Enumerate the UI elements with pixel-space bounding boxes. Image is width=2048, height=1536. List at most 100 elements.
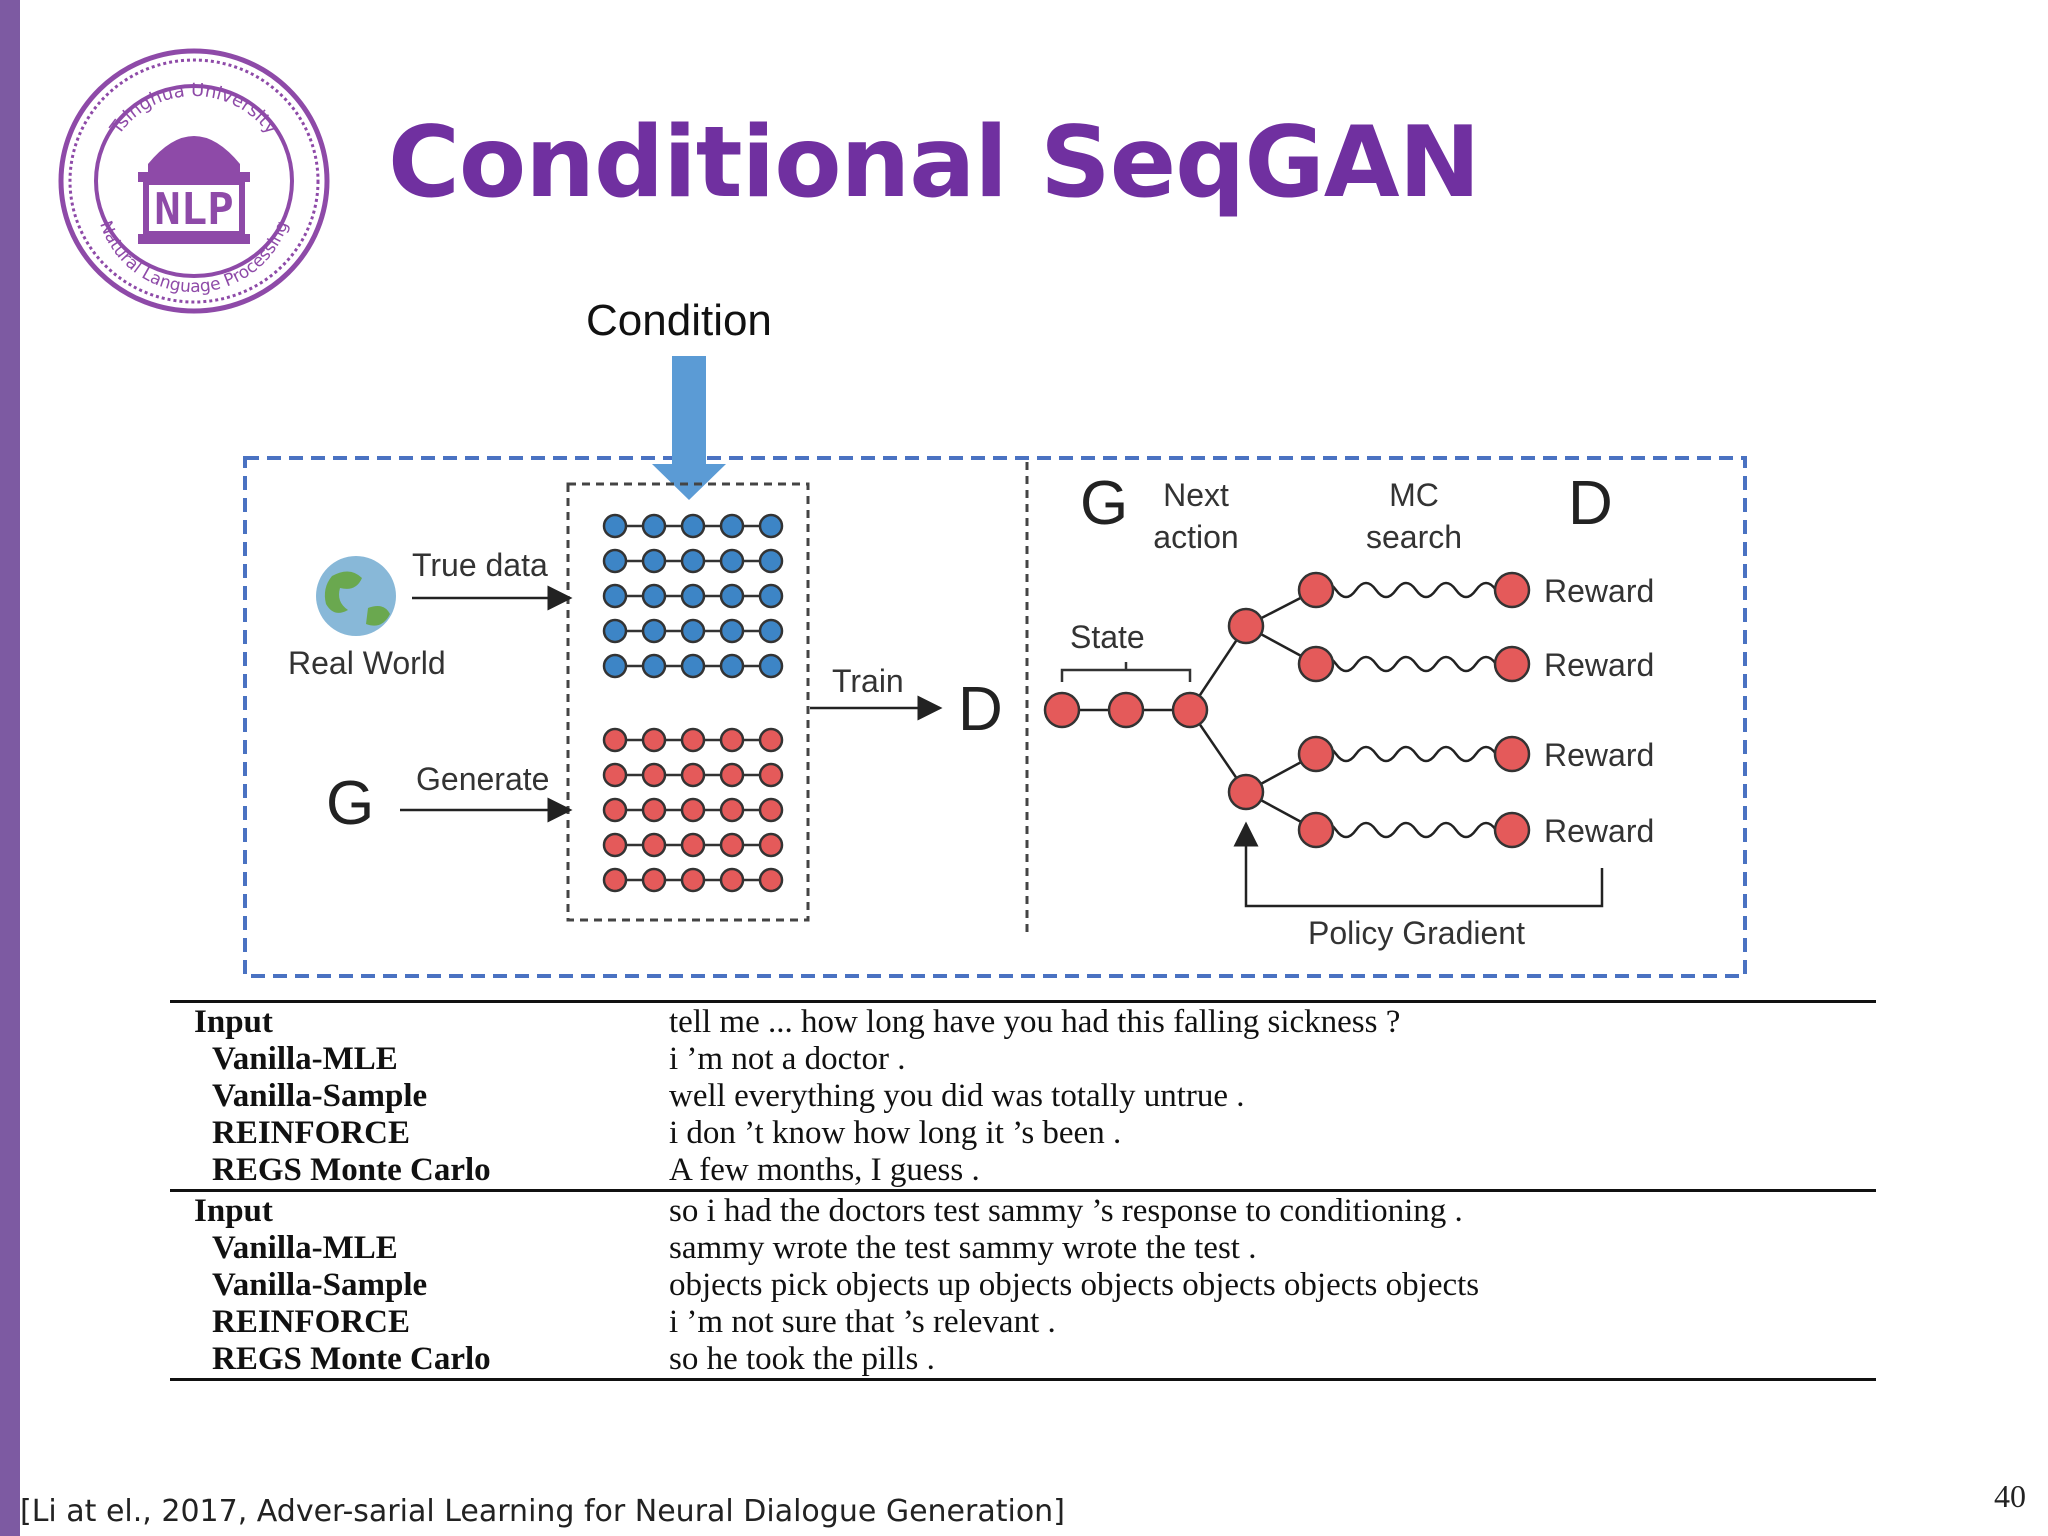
- generated-sequence-token: [719, 797, 745, 823]
- real-sequence-token: [602, 548, 628, 574]
- generated-sequence-token: [641, 832, 667, 858]
- input-text: so i had the doctors test sammy ’s respo…: [669, 1193, 1463, 1229]
- real-sequence-token: [680, 548, 706, 574]
- logo-ring-text-top: Tsinghua University: [106, 80, 282, 139]
- action-node: [1227, 773, 1265, 811]
- generated-sequence-token: [641, 867, 667, 893]
- rollout-start-node: [1297, 735, 1335, 773]
- system-response: so he took the pills .: [669, 1341, 935, 1377]
- system-response: objects pick objects up objects objects …: [669, 1267, 1480, 1303]
- real-sequence-token: [602, 583, 628, 609]
- state-label: State: [1070, 619, 1145, 655]
- rollout-start-node: [1297, 571, 1335, 609]
- dialogue-results-table: Input tell me ... how long have you had …: [170, 1000, 1876, 1385]
- rollout-end-node: [1493, 571, 1531, 609]
- generated-sequence-token: [641, 797, 667, 823]
- generated-sequence-token: [680, 762, 706, 788]
- generated-sequence-token: [641, 762, 667, 788]
- generated-sequence-token: [758, 727, 784, 753]
- slide-title: Conditional SeqGAN: [388, 106, 1481, 220]
- real-sequence-token: [680, 583, 706, 609]
- next-action-label-2: action: [1153, 519, 1238, 555]
- generated-sequence-token: [758, 867, 784, 893]
- generated-sequence-token: [602, 832, 628, 858]
- real-sequence-token: [641, 653, 667, 679]
- logo-building-icon: [138, 136, 250, 244]
- system-name: Vanilla-MLE: [212, 1041, 398, 1077]
- condition-frame: [243, 456, 1747, 978]
- generated-sequence-token: [680, 832, 706, 858]
- table-middle-rule: [170, 1189, 1876, 1192]
- state-node: [1171, 691, 1209, 729]
- system-response: well everything you did was totally untr…: [669, 1078, 1245, 1114]
- generated-sequence-token: [719, 832, 745, 858]
- system-name: Vanilla-Sample: [212, 1267, 428, 1303]
- condition-arrow: [652, 356, 726, 500]
- generated-sequence-token: [602, 762, 628, 788]
- table-bottom-rule: [170, 1378, 1876, 1381]
- input-label: Input: [194, 1004, 273, 1040]
- rollout-end-node: [1493, 735, 1531, 773]
- generated-sequence-token: [758, 832, 784, 858]
- real-sequence-token: [719, 618, 745, 644]
- rollout-end-node: [1493, 811, 1531, 849]
- real-sequence-token: [680, 618, 706, 644]
- mc-search-label-1: MC: [1389, 477, 1439, 513]
- real-sequence-token: [602, 618, 628, 644]
- generated-sequence-token: [602, 867, 628, 893]
- discriminator-d-center: D: [958, 675, 1003, 744]
- reward-label-3: Reward: [1544, 737, 1654, 773]
- seqgan-diagram: Real World True data G Generate Train D …: [243, 356, 1747, 978]
- real-sequence-token: [758, 513, 784, 539]
- generator-g-right: G: [1080, 469, 1128, 538]
- generated-sequence-token: [758, 762, 784, 788]
- generated-sequence-token: [641, 727, 667, 753]
- real-sequence-token: [641, 548, 667, 574]
- mc-rollouts: [1314, 581, 1518, 839]
- system-response: sammy wrote the test sammy wrote the tes…: [669, 1230, 1257, 1266]
- state-node: [1107, 691, 1145, 729]
- generated-sequence-token: [719, 762, 745, 788]
- next-action-label-1: Next: [1163, 477, 1229, 513]
- condition-label: Condition: [586, 296, 772, 345]
- system-name: Vanilla-Sample: [212, 1078, 428, 1114]
- action-node: [1227, 607, 1265, 645]
- system-name: REINFORCE: [212, 1115, 411, 1151]
- real-sequence-token: [719, 513, 745, 539]
- search-tree-nodes: [1043, 571, 1531, 849]
- reward-label-4: Reward: [1544, 813, 1654, 849]
- real-sequence-token: [758, 653, 784, 679]
- system-response: i ’m not a doctor .: [669, 1041, 906, 1077]
- real-sequence-token: [758, 548, 784, 574]
- generator-g-left: G: [326, 769, 374, 838]
- real-sequence-token: [680, 513, 706, 539]
- state-bracket: [1060, 662, 1192, 682]
- generated-sequences: [602, 727, 784, 893]
- real-sequence-token: [602, 513, 628, 539]
- logo-center-text: NLP: [154, 184, 233, 235]
- rollout-start-node: [1297, 811, 1335, 849]
- policy-gradient-arrow: [1233, 821, 1604, 908]
- real-sequence-token: [602, 653, 628, 679]
- globe-icon: [316, 556, 396, 636]
- generated-sequence-token: [719, 727, 745, 753]
- left-accent-bar: [0, 0, 20, 1536]
- input-text: tell me ... how long have you had this f…: [669, 1004, 1401, 1040]
- system-response: i don ’t know how long it ’s been .: [669, 1115, 1122, 1151]
- system-response: A few months, I guess .: [669, 1152, 980, 1188]
- generate-label: Generate: [416, 761, 549, 797]
- real-sequence-token: [719, 653, 745, 679]
- system-response: i ’m not sure that ’s relevant .: [669, 1304, 1056, 1340]
- discriminator-d-right: D: [1568, 469, 1613, 538]
- system-name: REGS Monte Carlo: [212, 1341, 491, 1377]
- generated-sequence-token: [602, 797, 628, 823]
- system-name: REINFORCE: [212, 1304, 411, 1340]
- generated-sequence-token: [602, 727, 628, 753]
- tsinghua-nlp-logo: Tsinghua University Natural Language Pro…: [58, 48, 330, 314]
- policy-gradient-label: Policy Gradient: [1308, 915, 1525, 951]
- state-node: [1043, 691, 1081, 729]
- reward-label-1: Reward: [1544, 573, 1654, 609]
- real-sequence-token: [758, 618, 784, 644]
- system-name: Vanilla-MLE: [212, 1230, 398, 1266]
- table-top-rule: [170, 1000, 1876, 1003]
